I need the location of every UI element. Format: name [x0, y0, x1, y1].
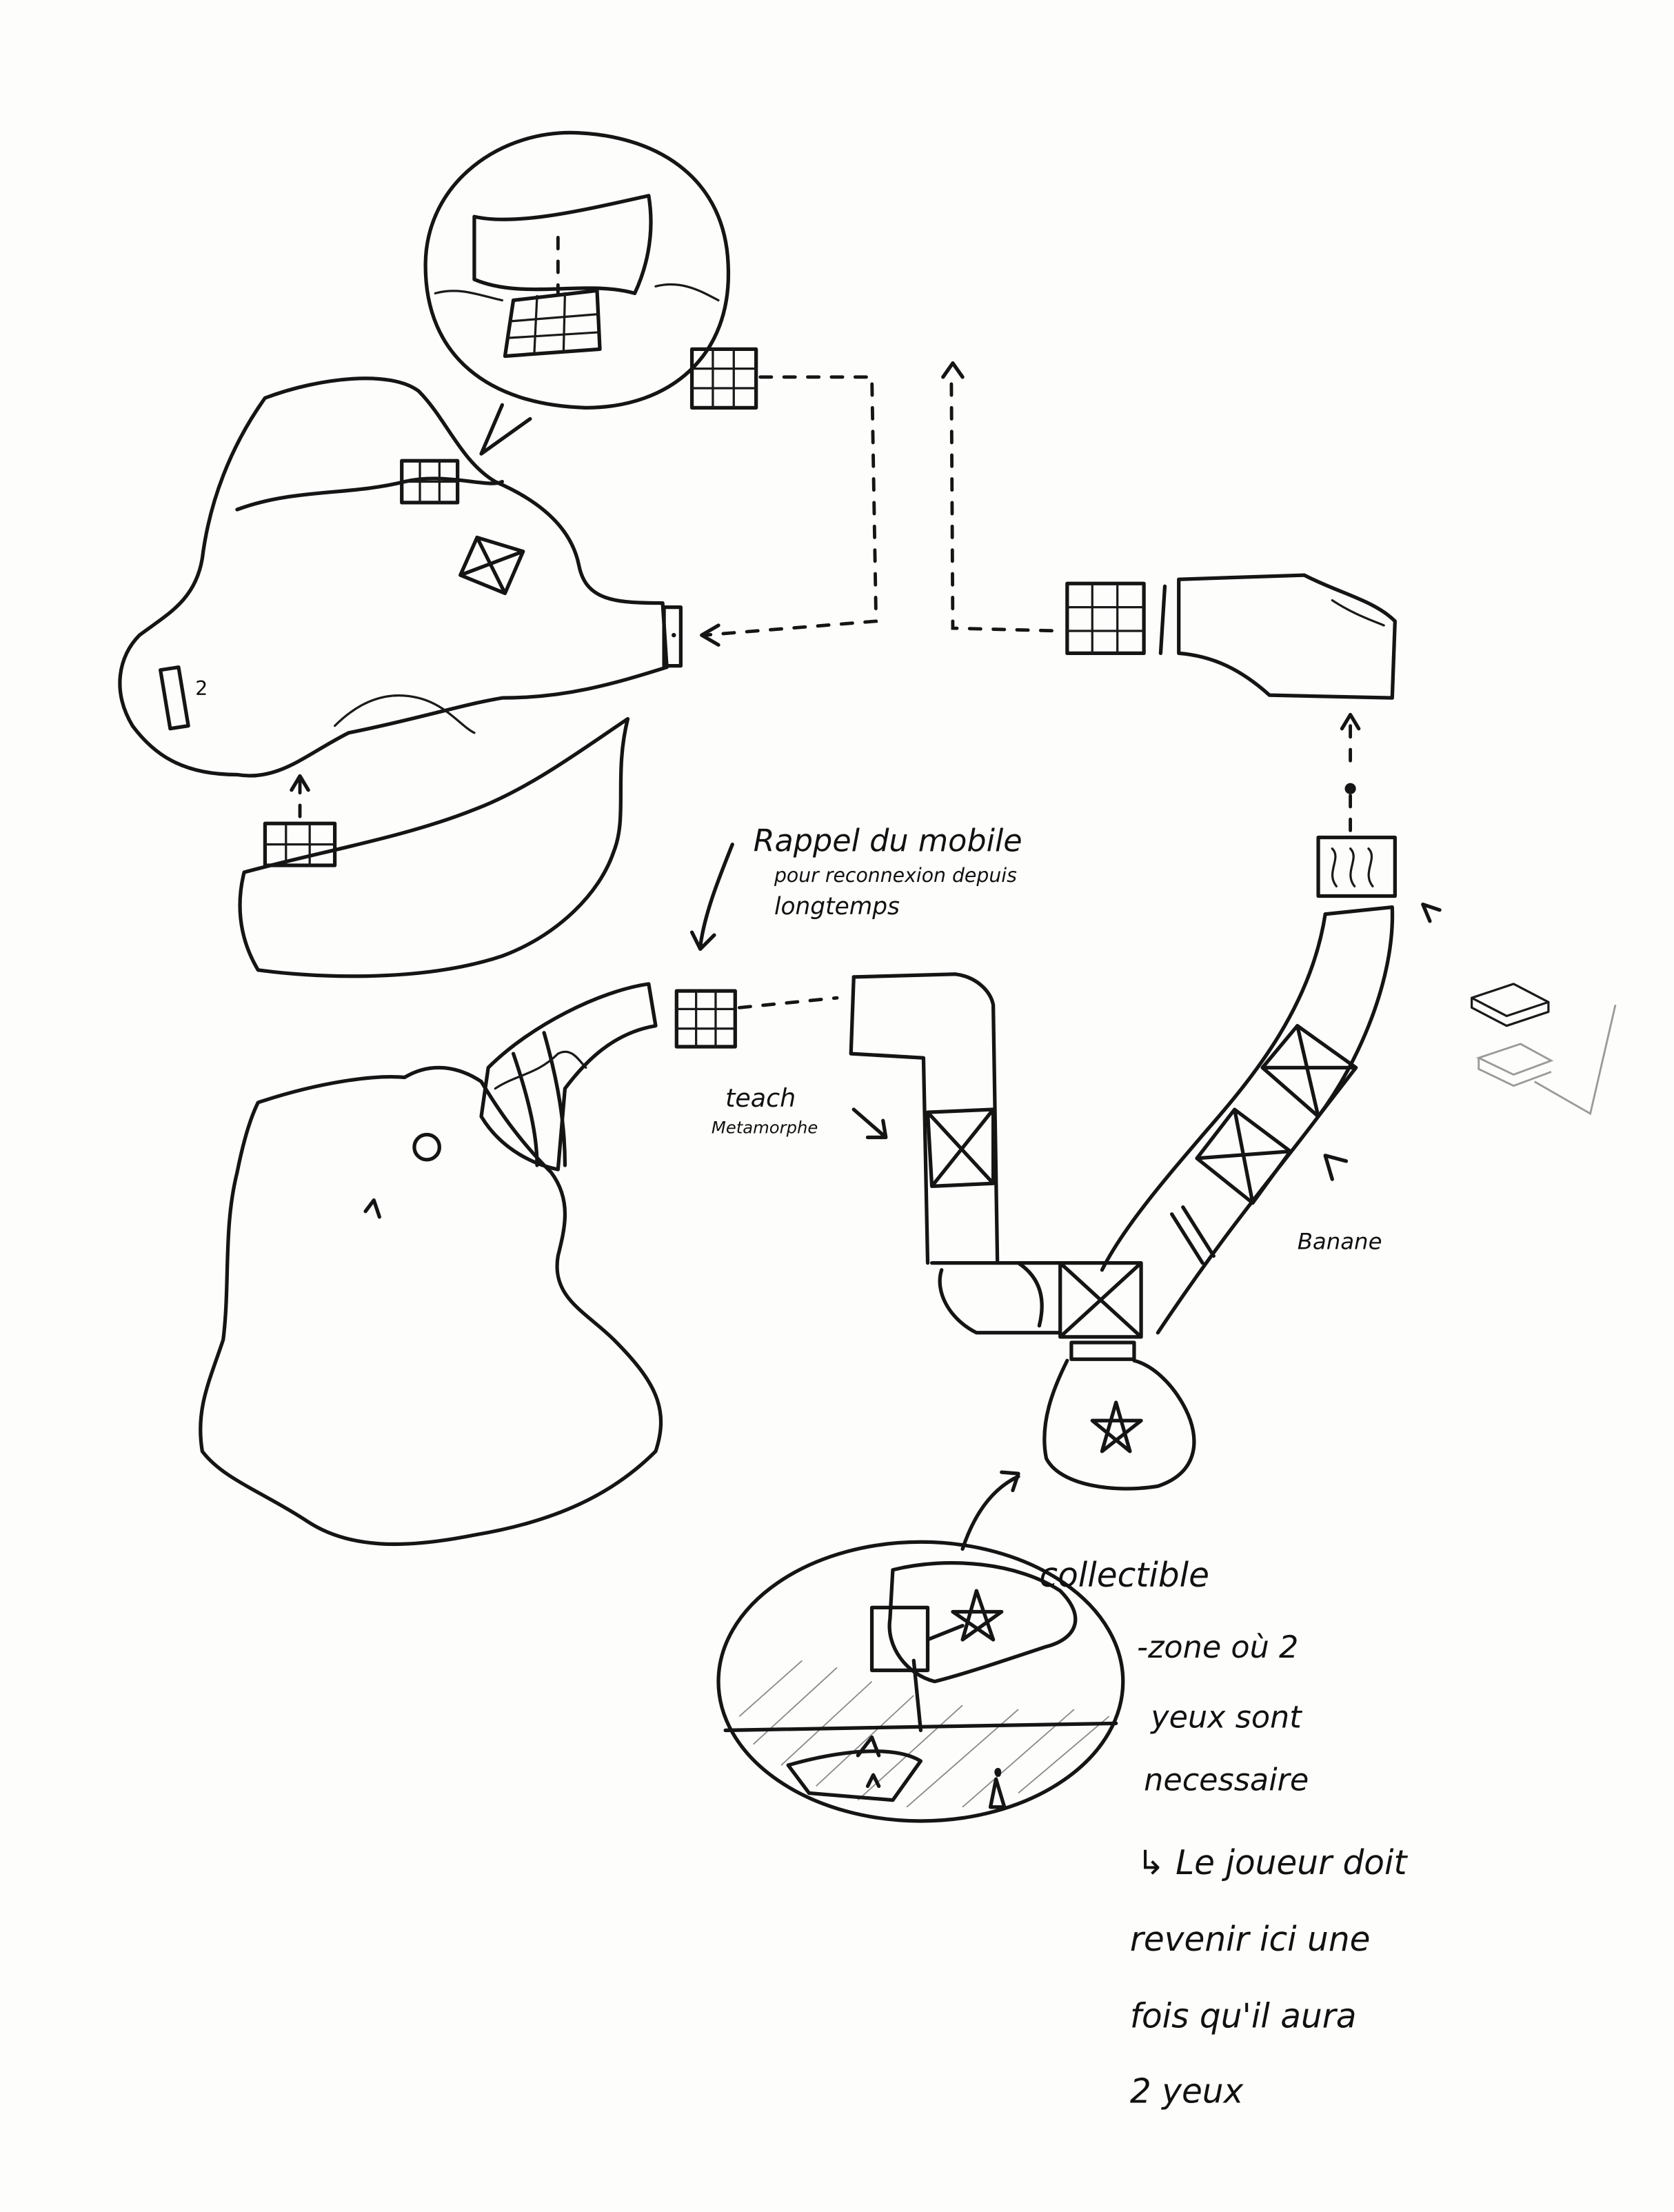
crate-icon — [1058, 1260, 1143, 1339]
island-platform — [238, 716, 630, 978]
crate-icon — [1195, 1107, 1293, 1205]
note-line: collectible — [1039, 1556, 1209, 1595]
arrow-icon — [851, 1107, 888, 1140]
pipe-center — [849, 972, 1143, 1339]
note-line: -zone où 2 — [1137, 1630, 1298, 1665]
star-room — [960, 1340, 1196, 1551]
grate-icon — [689, 347, 758, 410]
island-top-left: 2 — [118, 376, 683, 778]
note-line: teach — [725, 1083, 796, 1113]
note-collectible: collectible -zone où 2 yeux sont necessa… — [1039, 1556, 1408, 2111]
star-collectible-icon — [1090, 1400, 1143, 1454]
floating-platforms — [1470, 983, 1617, 1116]
note-line: Rappel du mobile — [754, 824, 1022, 859]
note-line: Metamorphe — [712, 1117, 818, 1137]
locked-door-icon: 2 — [159, 665, 208, 731]
island-bottom-left — [199, 1065, 663, 1547]
arrow-icon — [1421, 902, 1442, 923]
banana-label: Banane — [1298, 1228, 1382, 1254]
crate-icon — [925, 1107, 996, 1188]
star-collectible-icon — [951, 1589, 1004, 1642]
note-line: pour reconnexion depuis — [774, 864, 1017, 887]
gap-marker — [1169, 1205, 1216, 1265]
note-line: longtemps — [774, 893, 900, 921]
door-icon — [662, 605, 683, 668]
note-line: fois qu'il aura — [1130, 1997, 1357, 2035]
grate-icon — [503, 288, 602, 359]
inset-bubble-top — [423, 130, 731, 456]
inset-bubble-bottom — [716, 1540, 1125, 1823]
door-count-label: 2 — [195, 677, 208, 700]
note-line: 2 yeux — [1130, 2073, 1244, 2111]
crystal-icon — [458, 535, 525, 596]
note-line: yeux sont — [1149, 1700, 1302, 1735]
hole-icon — [412, 1132, 441, 1162]
grate-icon — [674, 989, 737, 1049]
note-line: ↳ Le joueur doit — [1137, 1844, 1408, 1882]
teach-note: teach Metamorphe — [712, 1083, 888, 1140]
arrow-icon — [1323, 1154, 1349, 1181]
note-line: revenir ici une — [1130, 1920, 1371, 1959]
marker-icon — [363, 1198, 381, 1219]
crate-icon — [1260, 1024, 1358, 1118]
note-mobile-recall: Rappel du mobile pour reconnexion depuis… — [754, 824, 1022, 921]
arrow-icon — [960, 1470, 1020, 1551]
platform-top-right — [1158, 573, 1397, 898]
pipe-left — [479, 842, 839, 1172]
grate-icon — [869, 1605, 930, 1673]
spring-pad-icon — [1316, 835, 1397, 898]
grate-icon — [1065, 581, 1146, 656]
route-top — [689, 347, 1146, 656]
grate-icon — [400, 459, 460, 505]
arrow-icon — [689, 842, 734, 952]
waypoint-dot — [1344, 783, 1356, 794]
grate-icon — [263, 821, 337, 867]
pipe-right: Banane — [1100, 902, 1442, 1335]
note-line: necessaire — [1144, 1762, 1309, 1798]
arrow-icon — [911, 1624, 965, 1733]
